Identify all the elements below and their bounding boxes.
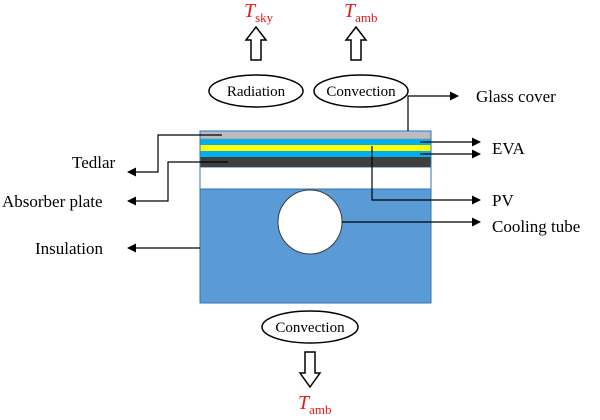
t-sky-label: Tsky [244,0,274,25]
tedlar-leader [127,134,222,177]
top-convection-label: Convection [326,84,396,100]
glass-cover-label: Glass cover [476,87,556,106]
collector-outline [199,130,432,304]
pv-label: PV [492,191,514,210]
convection-up-arrow-icon [344,25,368,61]
eva-label: EVA [492,139,525,158]
t-amb-bottom-label: Tamb [298,392,332,417]
glass-cover-layer [199,130,432,140]
eva-upper-layer [200,139,431,145]
absorber-plate-leader [127,161,228,206]
tedlar-layer [199,166,432,190]
radiation-label: Radiation [227,84,286,100]
glass-cover-leader [407,91,459,131]
bottom-convection-oval [261,310,359,344]
cooling-tube-label: Cooling tube [492,217,580,236]
insulation-label: Insulation [35,239,103,258]
eva-lower-layer [200,151,431,157]
radiation-up-arrow-icon [244,25,268,61]
top-convection-oval [313,74,409,108]
absorber-plate-layer [200,157,431,167]
bottom-convection-label: Convection [275,320,345,336]
convection-down-arrow-icon [298,351,322,389]
tedlar-label: Tedlar [72,153,116,172]
pv-layer [200,145,431,151]
radiation-oval [208,74,304,108]
t-amb-top-label: Tamb [344,0,378,25]
absorber-plate-label: Absorber plate [2,192,103,211]
cooling-tube [277,189,343,255]
pv-leader [371,146,481,205]
